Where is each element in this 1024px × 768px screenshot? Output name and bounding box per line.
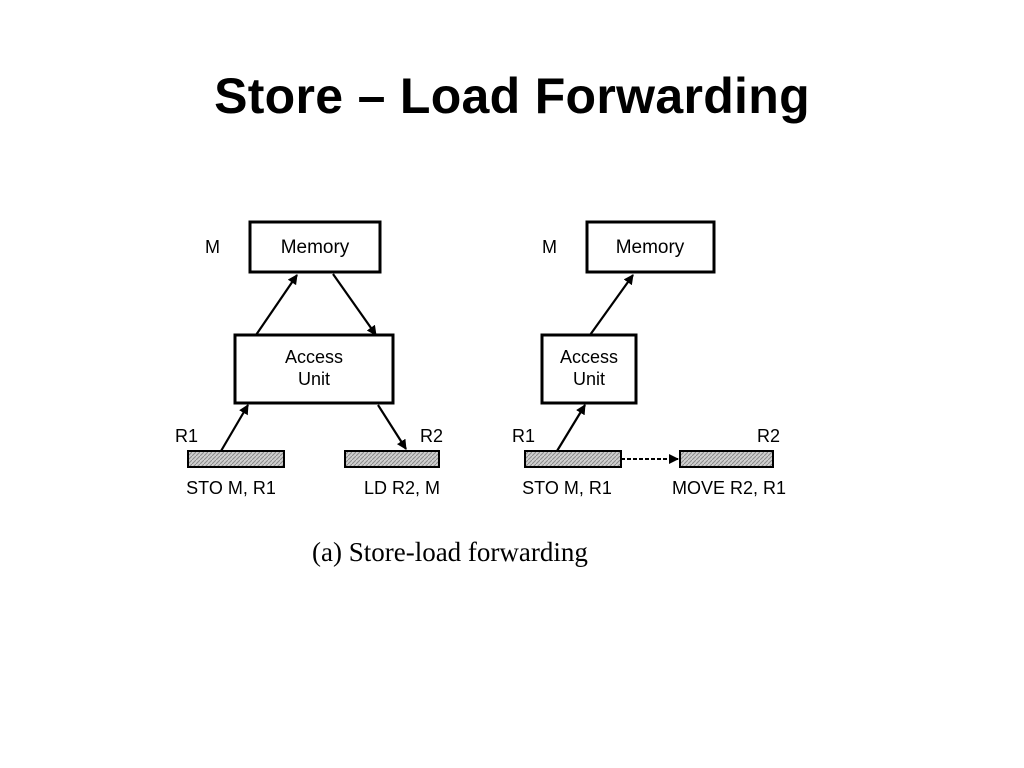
left-diagram: M Memory Access Unit R1 R2 STO M, R1 LD … <box>175 220 443 498</box>
right-store-instr: STO M, R1 <box>522 478 612 498</box>
figure-caption: (a) Store-load forwarding <box>312 537 588 567</box>
right-access-unit-box <box>540 333 638 405</box>
right-reg-r2: R2 <box>757 426 780 446</box>
slide-title: Store – Load Forwarding <box>214 68 810 124</box>
left-access-unit-line1: Access <box>285 347 343 367</box>
left-access-unit-line2: Unit <box>298 369 330 389</box>
left-store-instr: STO M, R1 <box>186 478 276 498</box>
left-arrow-access-to-r2 <box>377 404 407 450</box>
right-store-instr-bar <box>524 450 622 468</box>
right-memory-label: M <box>542 237 557 257</box>
left-reg-r2: R2 <box>420 426 443 446</box>
left-reg-r1: R1 <box>175 426 198 446</box>
right-access-unit-line1: Access <box>560 347 618 367</box>
left-load-instr: LD R2, M <box>364 478 440 498</box>
left-load-instr-bar <box>344 450 440 468</box>
right-arrow-access-to-memory <box>589 274 634 336</box>
right-memory-box <box>585 220 716 274</box>
right-access-unit-line2: Unit <box>573 369 605 389</box>
left-arrow-access-to-memory <box>255 274 298 336</box>
right-move-instr: MOVE R2, R1 <box>672 478 786 498</box>
left-memory-label: M <box>205 237 220 257</box>
left-memory-box <box>248 220 382 274</box>
left-arrow-memory-to-access <box>332 273 377 336</box>
left-store-instr-bar <box>187 450 285 468</box>
right-move-instr-bar <box>679 450 774 468</box>
right-diagram: M Memory Access Unit R1 R2 STO M, R1 MOV… <box>512 220 786 498</box>
right-memory-box-label: Memory <box>616 237 685 258</box>
left-access-unit-box <box>233 333 395 405</box>
right-arrow-r1-to-access <box>556 404 586 452</box>
right-reg-r1: R1 <box>512 426 535 446</box>
left-arrow-r1-to-access <box>220 404 249 452</box>
left-memory-box-label: Memory <box>281 237 350 258</box>
